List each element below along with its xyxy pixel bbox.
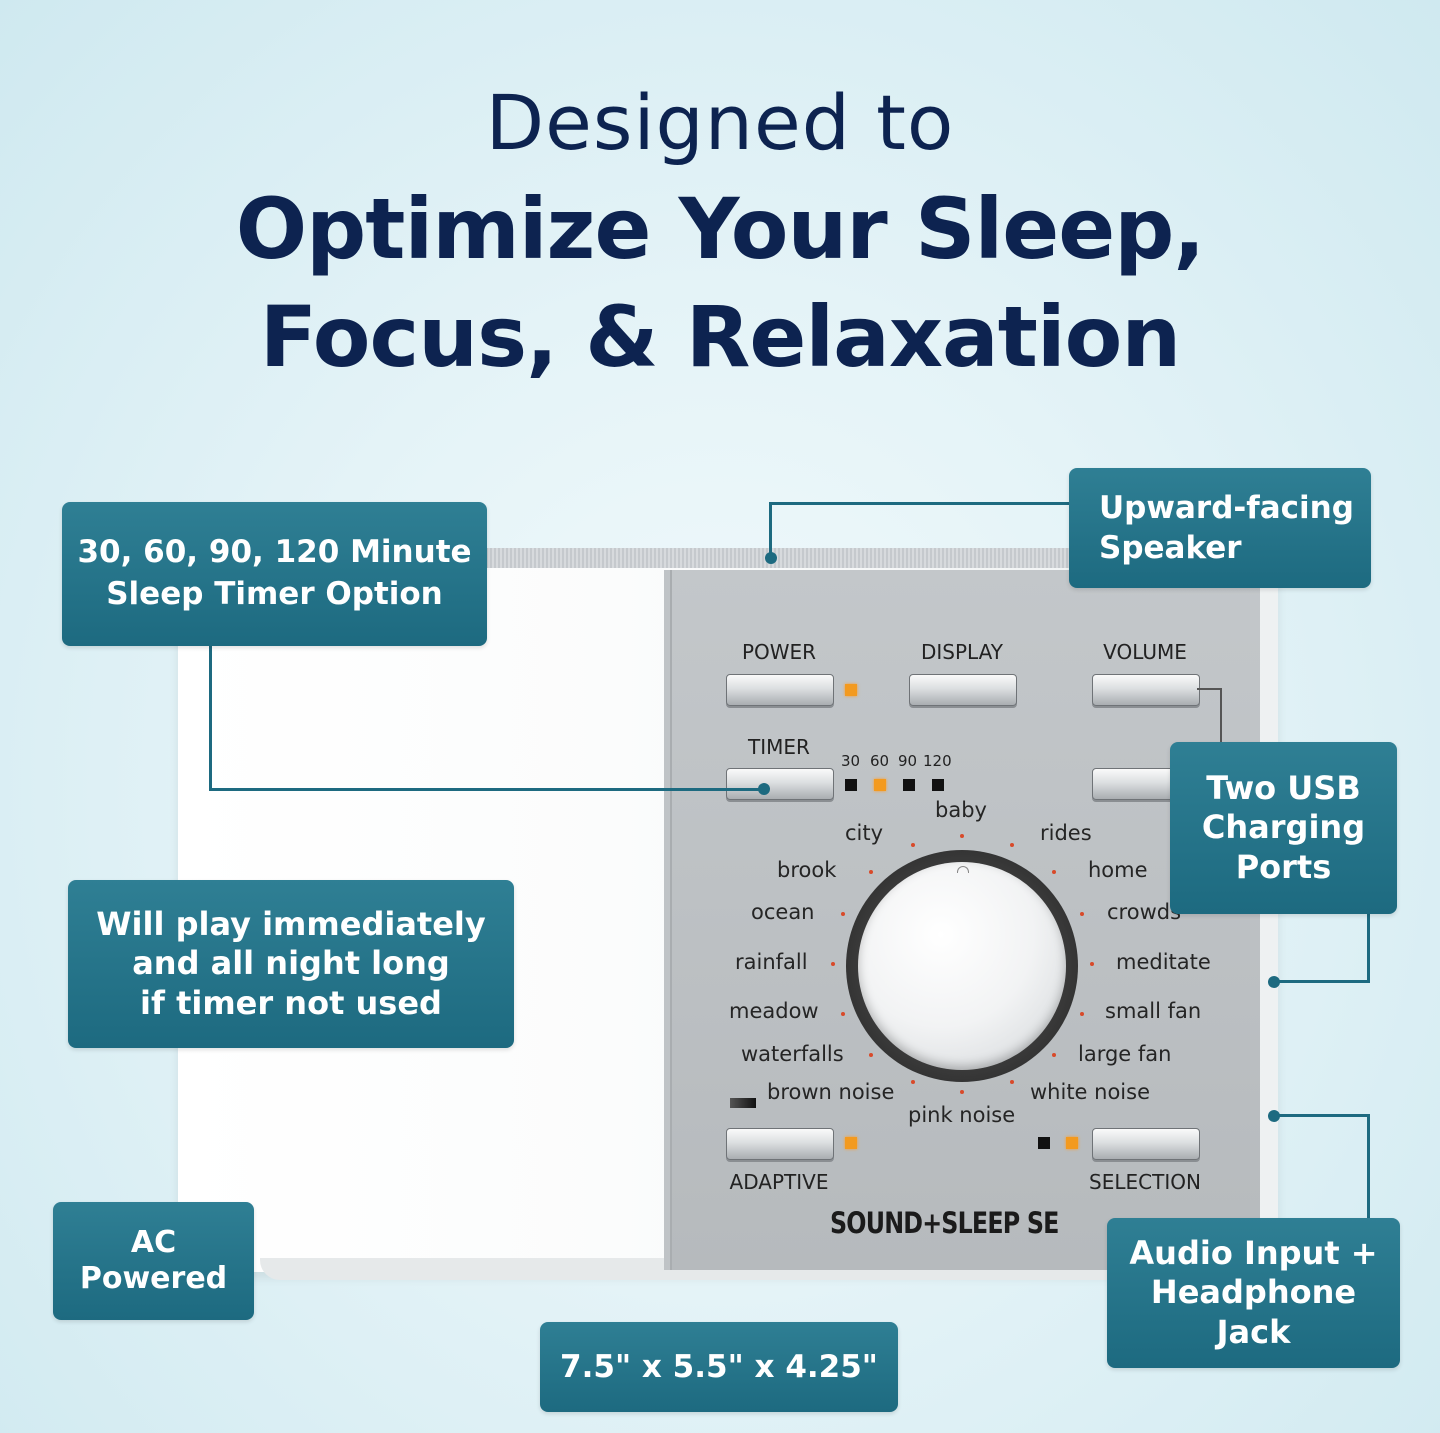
sound-baby: baby — [935, 798, 987, 822]
callout-audio-input: Audio Input + Headphone Jack — [1107, 1218, 1400, 1368]
callout-speaker: Upward-facing Speaker — [1069, 468, 1371, 588]
dial-dot — [841, 1012, 845, 1016]
sound-white-noise: white noise — [1030, 1080, 1151, 1104]
light-sensor — [730, 1098, 756, 1108]
sound-waterfalls: waterfalls — [741, 1042, 844, 1066]
dial-dot — [1090, 962, 1094, 966]
dial-dot — [831, 962, 835, 966]
timer-option-60: 60 — [870, 752, 890, 770]
callout-sleep-timer: 30, 60, 90, 120 Minute Sleep Timer Optio… — [62, 502, 487, 646]
dial-dot — [960, 834, 964, 838]
volume-label: VOLUME — [1103, 640, 1187, 664]
speaker-connector — [769, 502, 772, 558]
volume-up-button[interactable] — [1092, 674, 1200, 706]
speaker-connector-dot — [765, 552, 777, 564]
callout-dimensions-text: 7.5" x 5.5" x 4.25" — [560, 1349, 878, 1385]
dial-dot — [1080, 1012, 1084, 1016]
timer-option-90: 90 — [898, 752, 918, 770]
callout-ac-powered-text: AC Powered — [79, 1225, 228, 1296]
usb-connector — [1274, 980, 1370, 983]
headline-line-2: Focus, & Relaxation — [259, 288, 1181, 386]
device-seam — [664, 570, 670, 1270]
dial-dot — [841, 912, 845, 916]
dial-dot — [911, 1080, 915, 1084]
usb-connector-dot — [1268, 976, 1280, 988]
audio-connector — [1274, 1114, 1370, 1117]
sound-meditate: meditate — [1116, 950, 1211, 974]
sound-city: city — [845, 821, 884, 845]
power-button[interactable] — [726, 674, 834, 706]
sound-large-fan: large fan — [1078, 1042, 1172, 1066]
callout-audio-input-text: Audio Input + Headphone Jack — [1129, 1234, 1378, 1351]
callout-usb-text: Two USB Charging Ports — [1201, 769, 1366, 886]
power-label: POWER — [741, 640, 817, 664]
callout-dimensions: 7.5" x 5.5" x 4.25" — [540, 1322, 898, 1412]
timer-option-120: 120 — [923, 752, 952, 770]
selection-label: SELECTION — [1089, 1170, 1201, 1194]
timer-connector — [209, 788, 764, 791]
timer-led-30 — [845, 779, 857, 791]
dial-dot — [869, 870, 873, 874]
sound-home: home — [1088, 858, 1148, 882]
callout-immediate-play-text: Will play immediately and all night long… — [96, 905, 486, 1022]
power-led — [845, 684, 857, 696]
display-button[interactable] — [909, 674, 1017, 706]
callout-ac-powered: AC Powered — [53, 1202, 254, 1320]
dial-dot — [1010, 1080, 1014, 1084]
dial-dot — [1080, 912, 1084, 916]
timer-button[interactable] — [726, 768, 834, 800]
sound-pink-noise: pink noise — [908, 1103, 1016, 1127]
callout-usb: Two USB Charging Ports — [1170, 742, 1397, 914]
brand-logo: SOUND+SLEEP SE — [830, 1206, 1059, 1240]
sound-ocean: ocean — [751, 900, 815, 924]
dial-dot — [960, 1090, 964, 1094]
selector-dial[interactable] — [858, 862, 1066, 1070]
dial-dot — [1052, 870, 1056, 874]
sound-small-fan: small fan — [1105, 999, 1202, 1023]
timer-option-30: 30 — [841, 752, 861, 770]
speaker-connector — [769, 502, 1079, 505]
dial-indicator-icon — [957, 866, 969, 873]
dial-dot — [869, 1053, 873, 1057]
timer-label: TIMER — [748, 735, 810, 759]
sound-brook: brook — [777, 858, 837, 882]
callout-speaker-text: Upward-facing Speaker — [1099, 489, 1354, 566]
selection-button[interactable] — [1092, 1128, 1200, 1160]
volume-connector — [1220, 688, 1222, 748]
dial-dot — [1010, 843, 1014, 847]
audio-connector-dot — [1268, 1110, 1280, 1122]
timer-led-60 — [874, 779, 886, 791]
headline-sub: Designed to — [485, 78, 955, 167]
timer-connector-dot — [758, 783, 770, 795]
timer-led-120 — [932, 779, 944, 791]
usb-connector — [1367, 908, 1370, 982]
sound-brown-noise: brown noise — [767, 1080, 895, 1104]
timer-connector — [209, 640, 212, 790]
volume-connector — [1197, 688, 1221, 690]
callout-immediate-play: Will play immediately and all night long… — [68, 880, 514, 1048]
callout-sleep-timer-text: 30, 60, 90, 120 Minute Sleep Timer Optio… — [77, 534, 472, 612]
dial-dot — [911, 843, 915, 847]
sound-rides: rides — [1040, 821, 1092, 845]
audio-connector — [1367, 1114, 1370, 1222]
selection-led-2 — [1066, 1137, 1078, 1149]
sound-meadow: meadow — [729, 999, 819, 1023]
headline-line-1: Optimize Your Sleep, — [235, 180, 1205, 278]
adaptive-label: ADAPTIVE — [729, 1170, 829, 1194]
sound-crowds: crowds — [1107, 900, 1182, 924]
selection-led-1 — [1038, 1137, 1050, 1149]
adaptive-led — [845, 1137, 857, 1149]
adaptive-button[interactable] — [726, 1128, 834, 1160]
sound-rainfall: rainfall — [735, 950, 808, 974]
timer-led-90 — [903, 779, 915, 791]
dial-dot — [1052, 1053, 1056, 1057]
display-label: DISPLAY — [920, 640, 1003, 664]
